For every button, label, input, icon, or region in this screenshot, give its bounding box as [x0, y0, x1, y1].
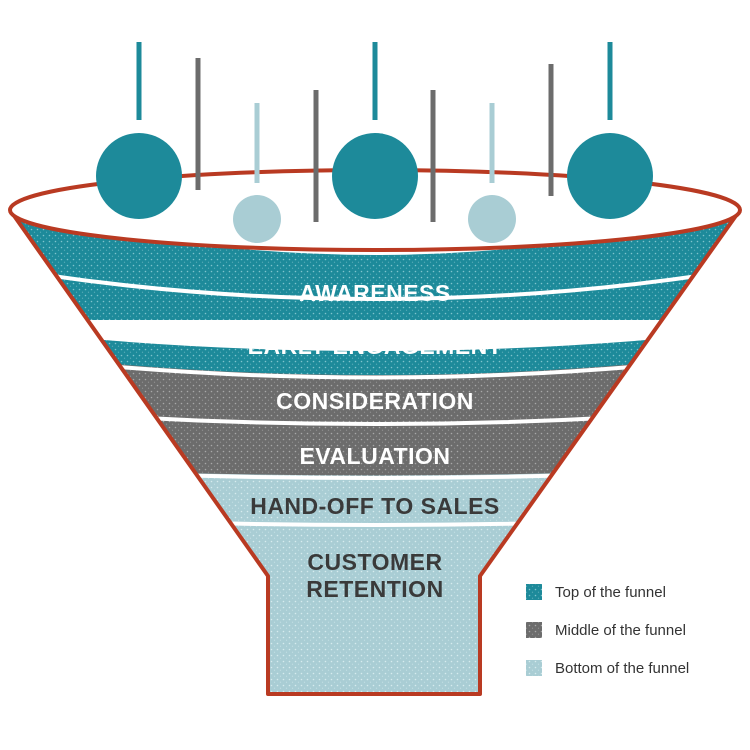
ball-light — [468, 195, 516, 243]
ball-teal — [332, 133, 418, 219]
falling-balls — [96, 133, 653, 243]
stage-label-evaluation: EVALUATION — [299, 443, 450, 469]
funnel-outline — [8, 208, 742, 696]
stage-label-customer: CUSTOMER — [307, 549, 442, 575]
legend-label-middle: Middle of the funnel — [555, 622, 686, 639]
stage-label-awareness: AWARENESS — [299, 280, 450, 306]
ball-teal — [96, 133, 182, 219]
stage-label-retention: RETENTION — [306, 576, 443, 602]
legend-label-top: Top of the funnel — [555, 584, 666, 601]
stage-label-consideration: CONSIDERATION — [276, 388, 474, 414]
legend-swatch-bottom — [526, 660, 542, 676]
legend-label-bottom: Bottom of the funnel — [555, 660, 689, 677]
legend-swatch-top — [526, 584, 542, 600]
falling-items — [136, 42, 613, 222]
stage-label-hand-off-to-sales: HAND-OFF TO SALES — [250, 493, 500, 519]
ball-light — [233, 195, 281, 243]
stage-label-early-engagement: EARLY ENGAGEMENT — [248, 333, 503, 359]
band-middle — [10, 352, 740, 479]
legend: Top of the funnel Middle of the funnel B… — [526, 584, 689, 677]
legend-swatch-middle — [526, 622, 542, 638]
ball-teal — [567, 133, 653, 219]
